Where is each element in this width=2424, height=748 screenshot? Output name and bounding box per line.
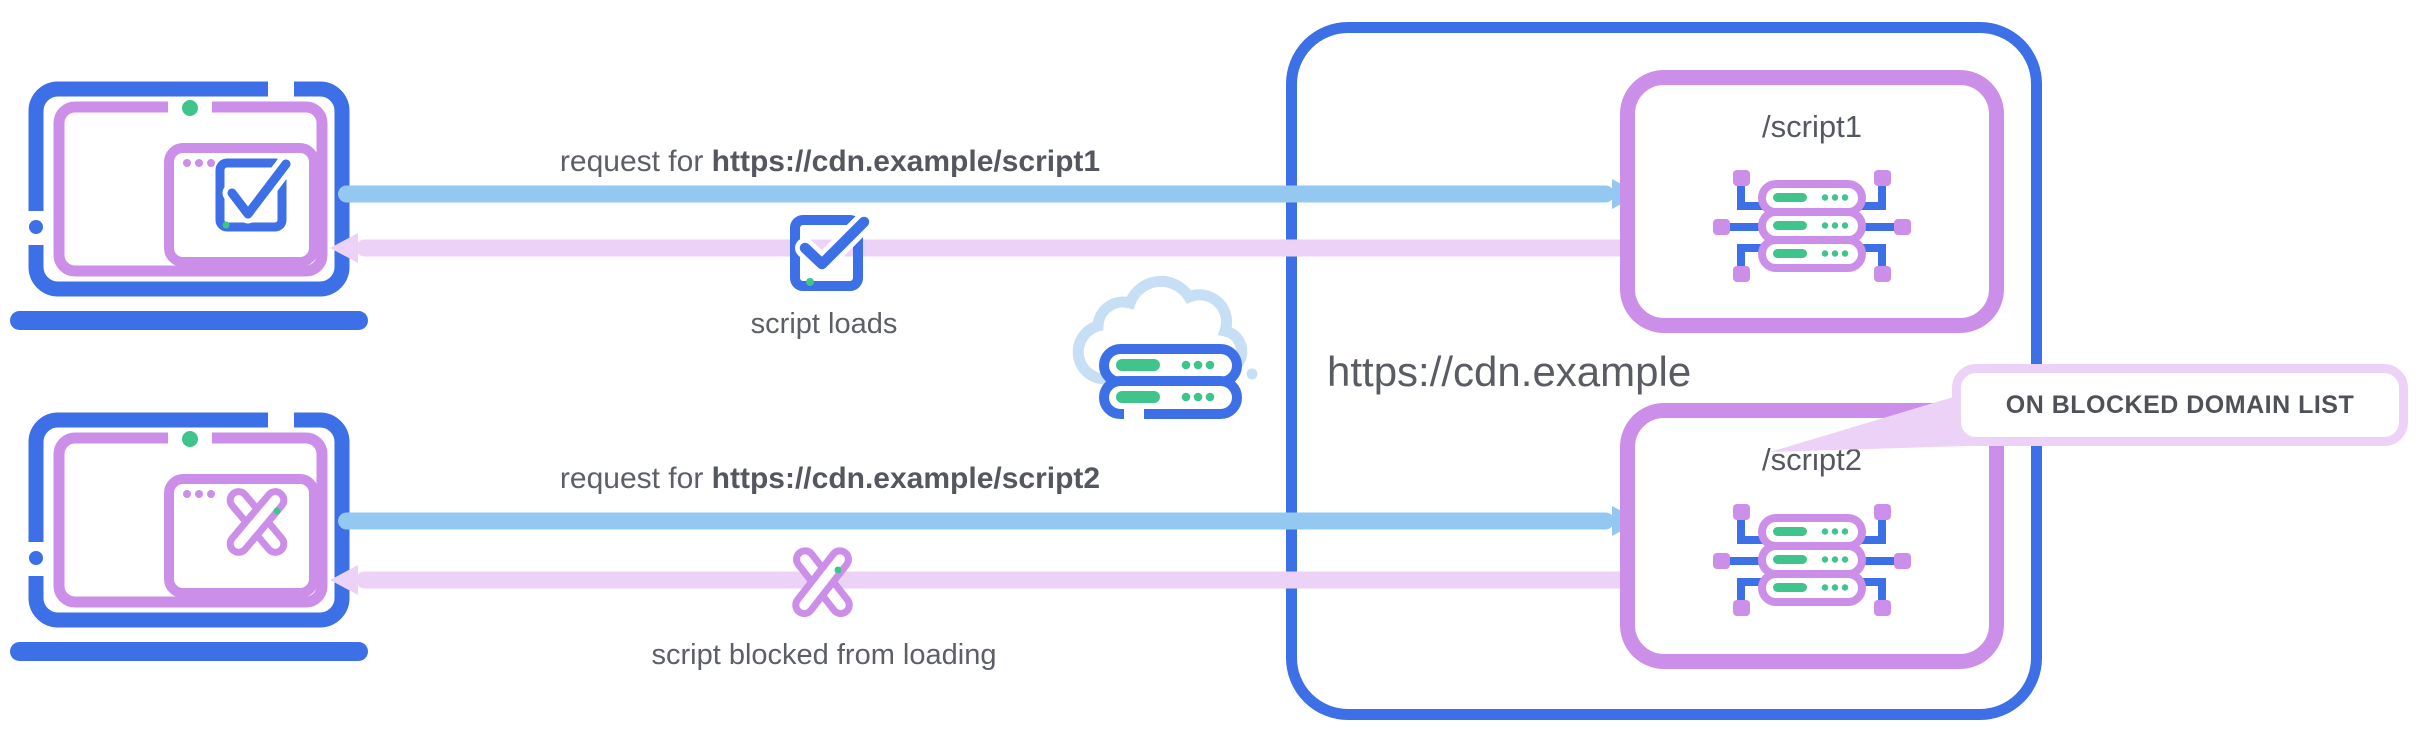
checkmark-icon [790,212,874,291]
request-label-script2: request for https://cdn.example/script2 [430,462,1230,496]
cross-icon [792,547,853,618]
cdn-label: https://cdn.example [1327,348,1692,395]
cross-icon [226,488,288,556]
request-label-script1: request for https://cdn.example/script1 [430,145,1230,179]
request-arrow-script1 [338,179,1640,209]
laptop-check-icon [10,77,368,330]
result-label-script1: script loads [750,308,898,340]
server-chip-icon [1713,170,1911,282]
request-arrow-script2 [338,506,1640,536]
cloud-server-icon [1072,275,1258,419]
laptop-cross-icon [10,408,368,661]
request-prefix: request for [559,145,712,178]
server-chip-icon [1713,504,1911,616]
checkmark-icon [215,154,296,232]
response-arrow-script2 [330,565,1634,595]
endpoint-title-script1: /script1 [1762,109,1862,144]
request-url: https://cdn.example/script2 [711,462,1101,495]
response-arrow-script1 [330,233,1634,263]
callout-text: ON BLOCKED DOMAIN LIST [2005,390,2355,419]
request-prefix: request for [559,462,712,495]
blocked-domain-callout: ON BLOCKED DOMAIN LIST [1952,364,2408,446]
result-label-script2: script blocked from loading [651,639,997,671]
request-url: https://cdn.example/script1 [711,145,1101,178]
